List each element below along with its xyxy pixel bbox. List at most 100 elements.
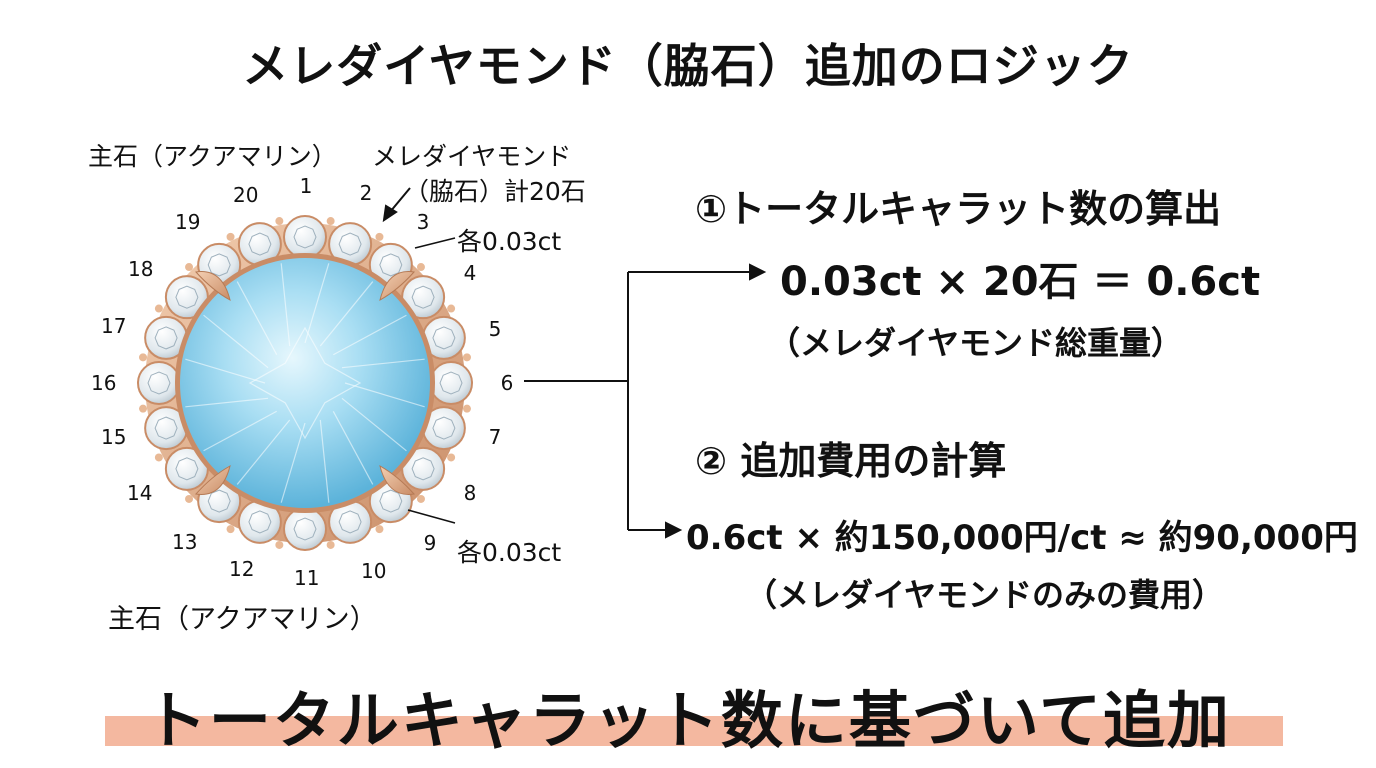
facet-line — [304, 263, 330, 344]
bead-prong — [139, 353, 148, 362]
facet-line — [319, 281, 374, 347]
bead-prong — [326, 540, 335, 549]
melee-diamond-facet — [379, 489, 403, 513]
melee-label-line1: メレダイヤモンド — [372, 142, 572, 171]
bead-prong — [447, 453, 456, 462]
stone-number: 8 — [463, 481, 477, 505]
conclusion-text: トータルキャラット数に基づいて追加 — [144, 684, 1232, 757]
table-facet — [248, 326, 362, 440]
step1-heading: ①トータルキャラット数の算出 — [695, 187, 1222, 231]
flow-connector — [524, 263, 767, 539]
bead-prong — [416, 263, 425, 272]
facet-line — [319, 419, 330, 503]
leader-line-bottom — [407, 509, 456, 524]
bead-prong — [462, 353, 471, 362]
stone-number: 5 — [488, 317, 502, 341]
melee-diamond-facet — [338, 232, 362, 256]
melee-diamond-facet — [432, 326, 456, 350]
melee-diamond-facet — [147, 371, 171, 395]
melee-diamond-facet — [411, 457, 435, 481]
stone-number: 14 — [127, 481, 153, 505]
main-stone-label-top: 主石（アクアマリン） — [88, 142, 337, 171]
facet-line — [344, 382, 425, 408]
bead-prong — [226, 525, 235, 534]
stone-number: 1 — [299, 174, 313, 198]
melee-diamond — [283, 215, 327, 259]
facet-line — [203, 410, 278, 452]
bead-prong — [375, 232, 384, 241]
stone-number: 17 — [101, 314, 127, 338]
facet-line — [341, 397, 407, 452]
stone-number: 9 — [423, 531, 437, 555]
melee-diamond-facet — [293, 517, 317, 541]
facet-line — [280, 263, 291, 347]
leader-line-top — [414, 237, 456, 249]
step1-equation: 0.03ct × 20石 ＝ 0.6ct — [780, 259, 1261, 305]
stone-number: 12 — [229, 557, 255, 581]
melee-diamond-facet — [439, 371, 463, 395]
facet-line — [332, 410, 374, 485]
bead-prong — [139, 404, 148, 413]
bead-prong — [326, 217, 335, 226]
bead-prong — [416, 494, 425, 503]
melee-diamond-facet — [248, 510, 272, 534]
melee-diamond-facet — [154, 416, 178, 440]
stone-number: 2 — [359, 181, 373, 205]
step2-equation: 0.6ct × 約150,000円/ct ≈ 約90,000円 — [686, 518, 1358, 558]
bead-prong — [154, 304, 163, 313]
melee-diamond — [137, 361, 181, 405]
bead-prong — [275, 217, 284, 226]
each-carat-label-top: 各0.03ct — [457, 227, 562, 256]
stone-number: 3 — [416, 210, 430, 234]
melee-diamond-facet — [175, 457, 199, 481]
facet-line — [185, 397, 269, 408]
bead-prong — [185, 263, 194, 272]
facet-line — [280, 422, 306, 503]
stone-number: 18 — [128, 257, 154, 281]
aquamarine-facets — [185, 263, 425, 503]
step2-note: （メレダイヤモンドのみの費用） — [745, 576, 1225, 614]
aquamarine-stone — [180, 258, 430, 508]
melee-diamond — [283, 507, 327, 551]
main-stone-label-bottom: 主石（アクアマリン） — [108, 604, 377, 635]
stone-number: 19 — [175, 210, 201, 234]
melee-pointer-arrow — [382, 187, 411, 223]
stone-number: 4 — [463, 261, 477, 285]
bead-prong — [462, 404, 471, 413]
facet-line — [236, 281, 278, 356]
prongs — [195, 271, 415, 495]
melee-diamond-facet — [175, 285, 199, 309]
bead-prong — [185, 494, 194, 503]
melee-diamond-facet — [411, 285, 435, 309]
melee-diamond-facet — [207, 489, 231, 513]
stone-number: 6 — [500, 371, 514, 395]
melee-diamond-facet — [207, 253, 231, 277]
facet-line — [236, 419, 291, 485]
melee-diamond-facet — [379, 253, 403, 277]
stone-number: 11 — [294, 566, 320, 590]
bead-prong — [226, 232, 235, 241]
melee-diamond-facet — [154, 326, 178, 350]
conclusion-highlight — [105, 716, 1283, 746]
stone-number: 7 — [488, 425, 502, 449]
stone-number: 15 — [101, 425, 127, 449]
melee-diamond-facet — [432, 416, 456, 440]
facet-line — [341, 358, 425, 369]
bead-prong — [275, 540, 284, 549]
bead-prong — [447, 304, 456, 313]
melee-diamond — [429, 361, 473, 405]
facet-line — [185, 358, 266, 384]
stone-number: 13 — [172, 530, 198, 554]
step2-heading: ② 追加費用の計算 — [695, 439, 1007, 483]
stone-number: 16 — [91, 371, 117, 395]
bead-prong — [154, 453, 163, 462]
facet-line — [203, 314, 269, 369]
stone-number: 20 — [233, 183, 259, 207]
melee-diamond-facet — [248, 232, 272, 256]
melee-label-line2: （脇石）計20石 — [404, 177, 586, 206]
melee-diamond-facet — [293, 225, 317, 249]
page-title: メレダイヤモンド（脇石）追加のロジック — [242, 39, 1134, 93]
stone-number: 10 — [361, 559, 387, 583]
bead-prong — [375, 525, 384, 534]
